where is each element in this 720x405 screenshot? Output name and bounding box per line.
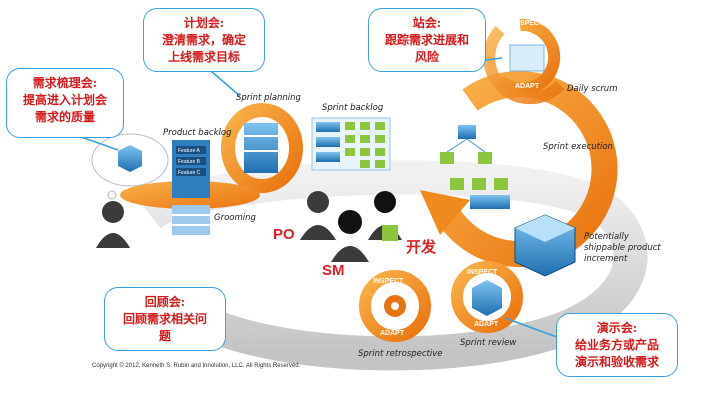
bubble-backlog-refinement-line1: 需求梳理会: bbox=[32, 76, 98, 90]
role-dev: 开发 bbox=[406, 238, 437, 256]
shippable-increment-cube bbox=[514, 214, 576, 277]
retrospective-cycle bbox=[359, 270, 431, 342]
role-po: PO bbox=[273, 226, 295, 243]
bubble-retrospective-line1: 回顾会: bbox=[144, 295, 186, 309]
bubble-backlog-refinement-line2: 提高进入计划会 bbox=[22, 93, 107, 107]
product-backlog-stack bbox=[120, 140, 260, 235]
bubble-retrospective-line3: 题 bbox=[158, 329, 171, 343]
bubble-planning-line1: 计划会: bbox=[183, 16, 225, 30]
label-grooming: Grooming bbox=[214, 213, 256, 223]
bubble-backlog-refinement: 需求梳理会: 提高进入计划会 需求的质量 bbox=[6, 68, 124, 138]
daily-scrum-cycle bbox=[483, 18, 565, 105]
label-shippable-line3: increment bbox=[584, 254, 628, 264]
bubble-planning-line3: 上线需求目标 bbox=[167, 50, 240, 64]
feature-c-label: Feature C bbox=[178, 170, 201, 176]
label-shippable-increment: Potentially shippable product increment bbox=[584, 232, 661, 265]
sprint-backlog-grid bbox=[311, 117, 391, 171]
label-sprint-planning: Sprint planning bbox=[236, 93, 301, 103]
retro-adapt-word: ADAPT bbox=[380, 330, 405, 337]
bubble-standup: 站会: 跟踪需求进展和 风险 bbox=[368, 8, 486, 72]
label-sprint-retrospective: Sprint retrospective bbox=[358, 349, 443, 359]
role-sm: SM bbox=[322, 262, 345, 279]
bubble-planning: 计划会: 澄清需求，确定 上线需求目标 bbox=[143, 8, 265, 72]
sprint-planning-cycle bbox=[221, 103, 303, 193]
bubble-retrospective-line2: 回顾需求相关问 bbox=[122, 312, 207, 326]
feature-b-label: Feature B bbox=[178, 159, 201, 165]
label-sprint-backlog: Sprint backlog bbox=[322, 103, 384, 113]
review-cycle bbox=[451, 261, 523, 333]
bubble-backlog-refinement-line3: 需求的质量 bbox=[34, 110, 95, 124]
label-shippable-line1: Potentially bbox=[584, 232, 629, 242]
review-inspect-word: INSPECT bbox=[467, 269, 498, 276]
bubble-standup-line3: 风险 bbox=[414, 50, 439, 64]
label-product-backlog: Product backlog bbox=[163, 128, 232, 138]
label-sprint-execution: Sprint execution bbox=[543, 142, 613, 152]
bubble-standup-line2: 跟踪需求进展和 bbox=[384, 33, 469, 47]
bubble-retrospective: 回顾会: 回顾需求相关问 题 bbox=[104, 287, 226, 351]
people-group bbox=[96, 191, 402, 262]
label-sprint-review: Sprint review bbox=[460, 338, 517, 348]
bubble-planning-line2: 澄清需求，确定 bbox=[161, 33, 246, 47]
bubble-standup-line1: 站会: bbox=[412, 16, 442, 30]
bubble-review-line1: 演示会: bbox=[596, 321, 638, 335]
bubble-review-line3: 演示和验收需求 bbox=[574, 355, 659, 369]
retro-inspect-word: INSPECT bbox=[373, 278, 404, 285]
daily-adapt-word: ADAPT bbox=[515, 83, 540, 90]
label-shippable-line2: shippable product bbox=[584, 243, 661, 253]
feature-a-label: Feature A bbox=[178, 148, 200, 154]
copyright-notice: Copyright © 2012, Kenneth S. Rubin and I… bbox=[92, 363, 301, 369]
bubble-review-line2: 给业务方或产品 bbox=[574, 338, 659, 352]
sprint-execution-tree bbox=[440, 125, 510, 209]
bubble-review: 演示会: 给业务方或产品 演示和验收需求 bbox=[556, 313, 678, 377]
daily-inspect-word: INSPECT bbox=[513, 20, 544, 27]
review-adapt-word: ADAPT bbox=[474, 321, 499, 328]
label-daily-scrum: Daily scrum bbox=[567, 84, 618, 94]
